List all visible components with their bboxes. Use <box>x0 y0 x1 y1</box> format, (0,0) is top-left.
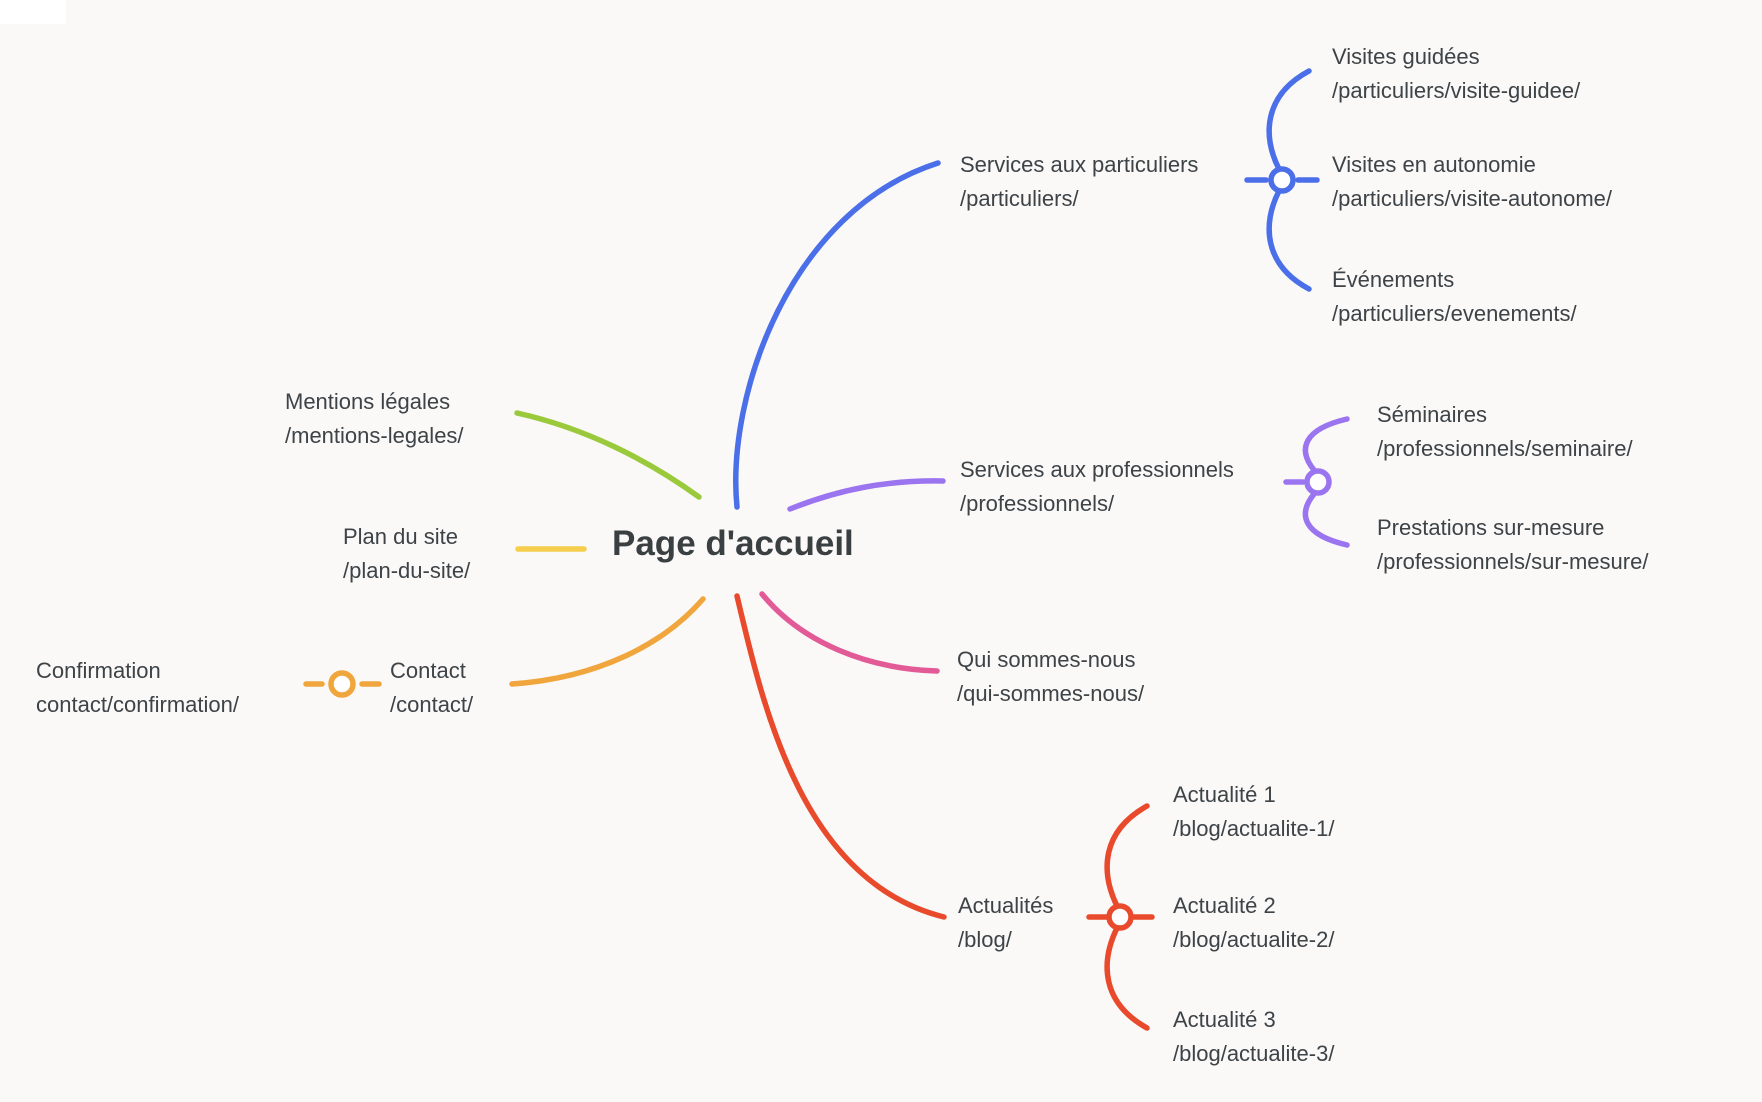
node-label: Confirmation <box>36 658 161 683</box>
node-url: /blog/actualite-2/ <box>1173 927 1335 952</box>
node-url: /particuliers/visite-autonome/ <box>1332 186 1613 211</box>
branch-line-actualites <box>734 593 947 920</box>
node-label: Contact <box>390 658 466 683</box>
branch-line-evenements <box>1266 188 1312 292</box>
node-url: /contact/ <box>390 692 474 717</box>
node-url: /professionnels/sur-mesure/ <box>1377 549 1649 574</box>
node-visites-autonomie[interactable]: Visites en autonomie /particuliers/visit… <box>1332 148 1612 216</box>
node-qui-sommes-nous[interactable]: Qui sommes-nous /qui-sommes-nous/ <box>957 643 1144 711</box>
node-label: Services aux particuliers <box>960 152 1199 177</box>
node-label: Actualité 3 <box>1173 1007 1276 1032</box>
node-label: Visites en autonomie <box>1332 152 1536 177</box>
junction-node-professionnels[interactable] <box>1304 468 1332 496</box>
node-confirmation[interactable]: Confirmation contact/confirmation/ <box>36 654 239 722</box>
node-url: /particuliers/evenements/ <box>1332 301 1577 326</box>
node-label: Actualités <box>958 893 1054 918</box>
node-mentions-legales[interactable]: Mentions légales /mentions-legales/ <box>285 385 464 453</box>
branch-line-actualite-3 <box>1104 925 1150 1031</box>
node-label: Événements <box>1332 267 1455 292</box>
node-url: /mentions-legales/ <box>285 423 464 448</box>
node-label: Plan du site <box>343 524 458 549</box>
node-evenements[interactable]: Événements /particuliers/evenements/ <box>1332 263 1577 331</box>
node-label: Qui sommes-nous <box>957 647 1136 672</box>
node-prestations[interactable]: Prestations sur-mesure /professionnels/s… <box>1377 511 1648 579</box>
node-label: Services aux professionnels <box>960 457 1234 482</box>
node-visites-guidees[interactable]: Visites guidées /particuliers/visite-gui… <box>1332 40 1580 108</box>
node-actualite-2[interactable]: Actualité 2 /blog/actualite-2/ <box>1173 889 1334 957</box>
node-label: Actualité 1 <box>1173 782 1276 807</box>
junction-node-contact[interactable] <box>328 670 356 698</box>
node-url: /professionnels/seminaire/ <box>1377 436 1633 461</box>
branch-line-professionnels <box>787 478 946 512</box>
node-actualites[interactable]: Actualités /blog/ <box>958 889 1053 957</box>
branch-line-visites-guidees <box>1266 68 1312 172</box>
branch-line-seminaires <box>1302 416 1350 473</box>
branch-line-particuliers <box>733 160 941 510</box>
node-url: /particuliers/ <box>960 186 1079 211</box>
node-actualite-1[interactable]: Actualité 1 /blog/actualite-1/ <box>1173 778 1334 846</box>
branch-line-contact <box>509 596 706 687</box>
node-url: /plan-du-site/ <box>343 558 471 583</box>
node-url: /particuliers/visite-guidee/ <box>1332 78 1581 103</box>
branch-line-mentions-legales <box>514 410 702 500</box>
node-label: Prestations sur-mesure <box>1377 515 1605 540</box>
node-label: Mentions légales <box>285 389 451 414</box>
node-home[interactable]: Page d'accueil <box>612 524 854 563</box>
node-label: Visites guidées <box>1332 44 1480 69</box>
node-url: /blog/actualite-1/ <box>1173 816 1335 841</box>
junction-node-particuliers[interactable] <box>1268 166 1296 194</box>
node-label: Séminaires <box>1377 402 1488 427</box>
node-url: /professionnels/ <box>960 491 1115 516</box>
node-seminaires[interactable]: Séminaires /professionnels/seminaire/ <box>1377 398 1633 466</box>
node-plan-du-site[interactable]: Plan du site /plan-du-site/ <box>343 520 470 588</box>
branch-line-actualite-1 <box>1104 803 1150 909</box>
node-url: /blog/actualite-3/ <box>1173 1041 1335 1066</box>
node-professionnels[interactable]: Services aux professionnels /professionn… <box>960 453 1234 521</box>
node-contact[interactable]: Contact /contact/ <box>390 654 473 722</box>
node-url: /blog/ <box>958 927 1012 952</box>
node-url: /qui-sommes-nous/ <box>957 681 1145 706</box>
node-particuliers[interactable]: Services aux particuliers /particuliers/ <box>960 148 1198 216</box>
node-label: Actualité 2 <box>1173 893 1276 918</box>
branch-line-prestations <box>1302 491 1350 548</box>
node-actualite-3[interactable]: Actualité 3 /blog/actualite-3/ <box>1173 1003 1334 1071</box>
branch-line-qui-sommes-nous <box>759 591 940 674</box>
junction-node-actualites[interactable] <box>1106 903 1134 931</box>
node-url: contact/confirmation/ <box>36 692 239 717</box>
